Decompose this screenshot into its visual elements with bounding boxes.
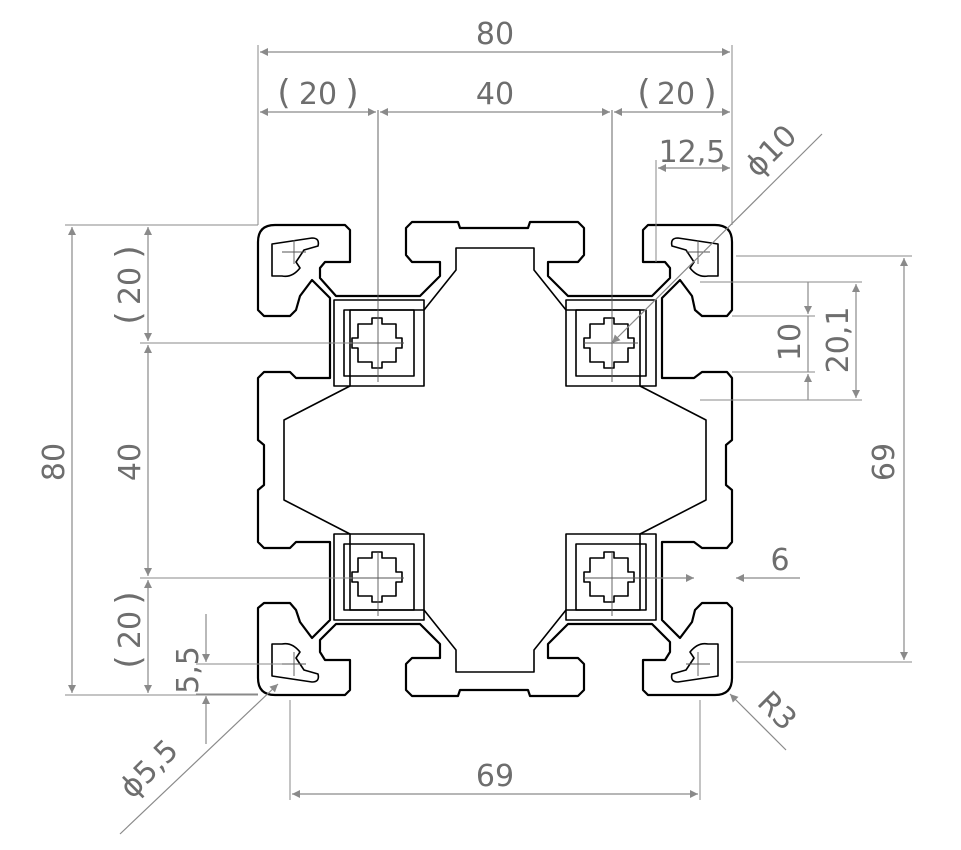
- paren-open: (: [109, 311, 149, 324]
- dim-hole-5-5: 5,5: [171, 646, 206, 694]
- dim-hole-top-right: ϕ10: [738, 118, 804, 184]
- dim-bottom-69: 69: [476, 759, 514, 794]
- paren-open: (: [277, 73, 290, 113]
- dim-overall-width: 80: [476, 17, 514, 52]
- paren-close: ): [703, 73, 716, 113]
- profile-outline: [256, 220, 734, 698]
- dim-left-bottom-ref: 20: [113, 611, 148, 649]
- center-lines: [282, 110, 710, 676]
- extension-lines: [65, 45, 912, 800]
- paren-open: (: [637, 73, 650, 113]
- paren-open: (: [109, 655, 149, 668]
- dim-overall-height: 80: [37, 443, 72, 481]
- dim-top-center: 40: [476, 77, 514, 112]
- dim-left-center: 40: [113, 443, 148, 481]
- dim-slot-20-1: 20,1: [821, 307, 856, 374]
- dimension-labels: 80 ( 20 ) 40 ( 20 ) 12,5 ϕ10 80 ( 20 ) 4…: [37, 17, 902, 806]
- dimension-lines: [68, 48, 908, 835]
- dim-left-top-ref: 20: [113, 267, 148, 305]
- dim-right-69: 69: [867, 443, 902, 481]
- dim-radius: R3: [750, 685, 803, 738]
- dim-wall-6: 6: [770, 543, 789, 578]
- paren-close: ): [109, 245, 149, 258]
- dim-hole-bottom-left: ϕ5,5: [113, 733, 185, 805]
- dim-top-left-ref: 20: [299, 77, 337, 112]
- paren-close: ): [109, 591, 149, 604]
- dim-slot-10: 10: [773, 323, 808, 361]
- paren-close: ): [345, 73, 358, 113]
- dim-slot-depth: 12,5: [659, 135, 726, 170]
- dim-top-right-ref: 20: [657, 77, 695, 112]
